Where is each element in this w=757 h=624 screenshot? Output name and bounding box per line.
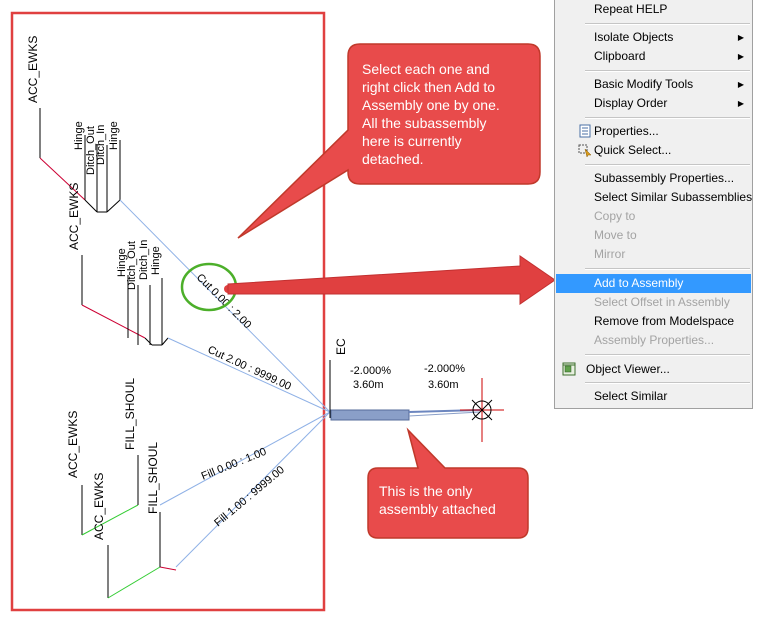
submenu-arrow-icon: ▶ [737, 33, 744, 42]
properties-icon [579, 124, 591, 138]
menu-item-clipboard[interactable]: Clipboard ▶ [556, 47, 751, 66]
menu-separator [585, 354, 750, 356]
menu-item-label: Select Similar [594, 389, 668, 403]
menu-item-label: Clipboard [594, 49, 646, 63]
menu-item-label: Display Order [594, 96, 668, 110]
hinge-label-4: Hinge [150, 246, 162, 275]
quick-select-icon [578, 144, 592, 157]
menu-item-label: Select Similar Subassemblies [594, 190, 753, 204]
menu-item-subassembly-properties[interactable]: Subassembly Properties... [556, 169, 751, 188]
menu-item-label: Properties... [594, 124, 659, 138]
ec-label: EC [334, 338, 348, 355]
callout-top-text: Select each one and right click then Add… [362, 60, 500, 168]
menu-item-isolate-objects[interactable]: Isolate Objects ▶ [556, 28, 751, 47]
acc-ewks-label-2: ACC_EWKS [67, 183, 81, 250]
menu-item-copy-to: Copy to [556, 207, 751, 226]
slope-right-label: -2.000% [424, 363, 465, 375]
callout-top-line: Assembly one by one. [362, 97, 500, 113]
menu-item-basic-modify-tools[interactable]: Basic Modify Tools ▶ [556, 75, 751, 94]
callout-top-line: detached. [362, 151, 424, 167]
object-viewer-icon [562, 362, 576, 376]
callout-bottom-text: This is the only assembly attached [379, 482, 496, 518]
callout-top [237, 43, 541, 239]
callout-top-line: right click then Add to [362, 79, 496, 95]
menu-item-label: Subassembly Properties... [594, 171, 735, 185]
detached-subassemblies-frame [10, 11, 326, 612]
ditch-in-label-1: Ditch_In [95, 125, 107, 165]
callout-top-line: here is currently [362, 133, 462, 149]
menu-separator [585, 382, 750, 384]
fill-shoul-label-1: FILL_SHOUL [123, 378, 137, 450]
fill-shoulder-subassembly[interactable] [81, 455, 177, 599]
ditch-in-label-2: Ditch_In [138, 240, 150, 280]
menu-item-label: Mirror [594, 247, 626, 261]
hinge-label-3: Hinge [116, 248, 128, 277]
menu-item-label: Basic Modify Tools [594, 77, 694, 91]
hinge-label-2: Hinge [108, 121, 120, 150]
menu-separator [585, 268, 750, 270]
menu-item-repeat-help[interactable]: Repeat HELP [556, 0, 751, 19]
context-menu: Repeat HELP Isolate Objects▶ Clipboard▶ … [554, 0, 753, 409]
menu-item-label: Object Viewer... [586, 362, 670, 376]
menu-item-assembly-properties: Assembly Properties... [556, 331, 751, 350]
menu-separator [585, 70, 750, 72]
menu-separator [585, 23, 750, 25]
cut-ditch-subassembly-lower[interactable] [81, 255, 169, 346]
arrow-to-menu-icon [224, 255, 556, 305]
fill-slope-lines [159, 411, 331, 568]
submenu-arrow-icon: ▶ [737, 80, 744, 89]
hinge-label-1: Hinge [73, 121, 85, 150]
menu-item-quick-select[interactable]: Quick Select... [556, 141, 751, 160]
menu-item-select-similar-subassemblies[interactable]: Select Similar Subassemblies [556, 188, 753, 207]
menu-item-label: Remove from Modelspace [594, 314, 735, 328]
menu-item-select-similar[interactable]: Select Similar [556, 387, 751, 406]
fill-label-1: Fill 0.00 : 1.00 [200, 446, 269, 483]
callout-bottom-line: assembly attached [379, 501, 496, 517]
menu-item-label: Select Offset in Assembly [594, 295, 730, 309]
menu-item-mirror: Mirror [556, 245, 751, 264]
callout-bottom [367, 427, 529, 539]
menu-item-object-viewer[interactable]: Object Viewer... [556, 360, 751, 379]
menu-item-properties[interactable]: Properties... [556, 122, 751, 141]
menu-item-label: Repeat HELP [594, 2, 668, 16]
menu-item-select-offset-in-assembly: Select Offset in Assembly [556, 293, 751, 312]
menu-item-move-to: Move to [556, 226, 751, 245]
acc-ewks-label-3: ACC_EWKS [66, 411, 80, 478]
callout-top-line: All the subassembly [362, 115, 487, 131]
menu-item-label: Isolate Objects [594, 30, 674, 44]
menu-item-display-order[interactable]: Display Order ▶ [556, 94, 751, 113]
acc-ewks-label-1: ACC_EWKS [26, 36, 40, 103]
ditch-out-label-2: Ditch_Out [126, 241, 138, 290]
cut-ditch-subassembly-upper[interactable] [39, 108, 121, 213]
width-left-label: 3.60m [353, 379, 384, 391]
menu-item-add-to-assembly[interactable]: Add to Assembly [556, 274, 751, 293]
cut-label-1: Cut 0.00 : 2.00 [194, 272, 254, 332]
menu-separator [585, 117, 750, 119]
callout-top-line: Select each one and [362, 61, 490, 77]
menu-item-label: Quick Select... [594, 143, 672, 157]
crosshair-marker-icon [460, 378, 504, 442]
menu-item-label: Copy to [594, 209, 636, 223]
menu-item-label: Move to [594, 228, 637, 242]
slope-left-label: -2.000% [350, 365, 391, 377]
width-right-label: 3.60m [428, 379, 459, 391]
callout-bottom-line: This is the only [379, 483, 473, 499]
submenu-arrow-icon: ▶ [737, 52, 744, 61]
fill-shoul-label-2: FILL_SHOUL [146, 442, 160, 514]
menu-item-remove-from-modelspace[interactable]: Remove from Modelspace [556, 312, 751, 331]
menu-separator [585, 164, 750, 166]
menu-item-label: Add to Assembly [594, 276, 684, 290]
menu-item-label: Assembly Properties... [594, 333, 715, 347]
cut-label-2: Cut 2.00 : 9999.00 [206, 344, 293, 393]
ditch-out-label-1: Ditch_Out [85, 126, 97, 175]
acc-ewks-label-4: ACC_EWKS [92, 473, 106, 540]
submenu-arrow-icon: ▶ [737, 99, 744, 108]
